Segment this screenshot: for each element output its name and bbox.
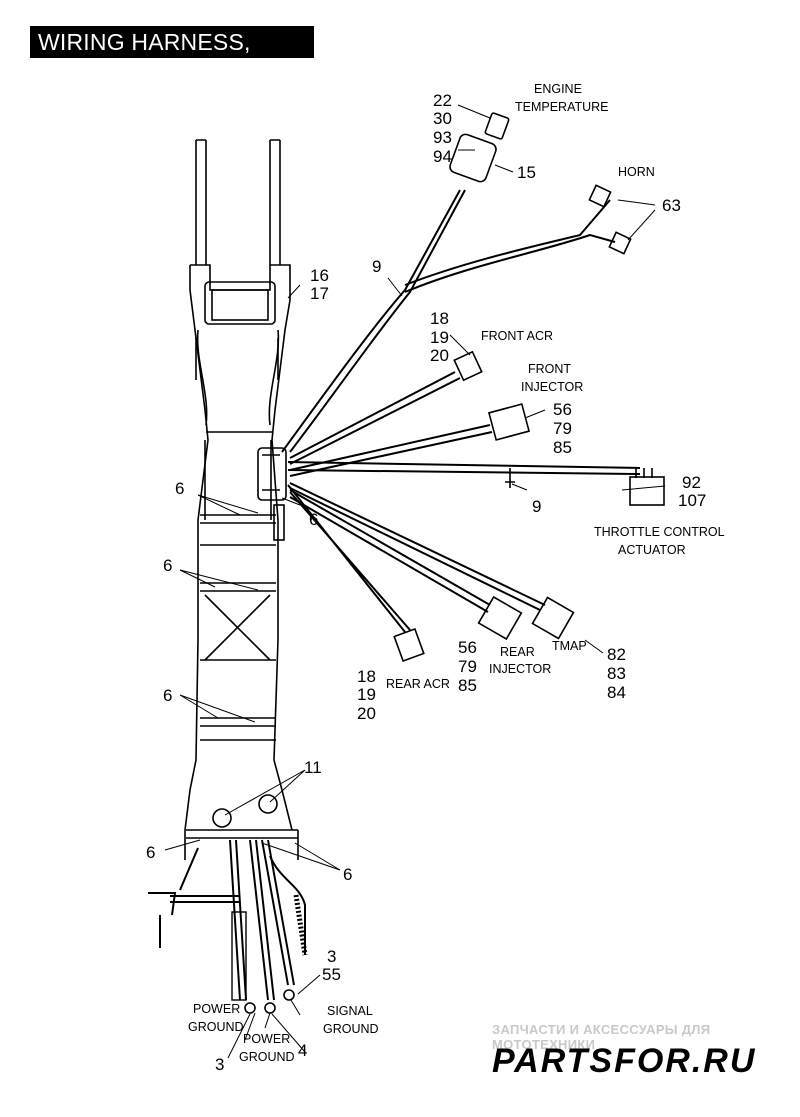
label-ground-1: GROUND (188, 1020, 244, 1034)
rear-injector-connector (477, 595, 523, 641)
callout-19-rear: 19 (357, 685, 376, 704)
label-front-injector: INJECTOR (521, 380, 583, 394)
watermark-logo: PARTSFOR.RU (492, 1042, 756, 1080)
branch-rear-acr (287, 484, 411, 633)
label-throttle-control: THROTTLE CONTROL (594, 525, 725, 539)
label-rear: REAR (500, 645, 535, 659)
callout-107: 107 (678, 491, 706, 510)
label-ground-2: GROUND (239, 1050, 295, 1064)
callout-6-c: 6 (163, 556, 172, 575)
label-front: FRONT (528, 362, 571, 376)
branch-front-injector (289, 424, 493, 477)
callout-85-rear: 85 (458, 676, 477, 695)
ground-leads (148, 839, 306, 1001)
callout-18-rear: 18 (357, 667, 376, 686)
callout-6-b: 6 (309, 510, 318, 529)
label-temperature: TEMPERATURE (515, 100, 609, 114)
branch-engine-temperature (281, 189, 466, 453)
callout-83: 83 (607, 664, 626, 683)
ring-terminal-signal (283, 989, 295, 1001)
callout-9-lower: 9 (532, 497, 541, 516)
front-acr-connector (453, 350, 483, 382)
callout-79-front: 79 (553, 419, 572, 438)
callout-63: 63 (662, 196, 681, 215)
label-engine: ENGINE (534, 82, 582, 96)
callout-56-front: 56 (553, 400, 572, 419)
callout-82: 82 (607, 645, 626, 664)
svg-text:PARTSFOR.RU: PARTSFOR.RU (492, 1042, 756, 1080)
callout-30: 30 (433, 109, 452, 128)
callout-84: 84 (607, 683, 626, 702)
callout-11: 11 (304, 758, 322, 777)
callout-17: 17 (310, 284, 329, 303)
branch-front-acr (289, 371, 461, 465)
conduit-right (293, 894, 308, 956)
ring-terminal-power-2 (264, 1002, 276, 1014)
rear-acr-connector (393, 627, 425, 663)
callout-92: 92 (682, 473, 701, 492)
label-actuator: ACTUATOR (618, 543, 686, 557)
callout-3-signal: 3 (327, 947, 336, 966)
label-front-acr: FRONT ACR (481, 329, 553, 343)
label-ground-3: GROUND (323, 1022, 379, 1036)
ring-terminal-power-1 (244, 1002, 256, 1014)
branch-tmap (289, 482, 546, 611)
cable-tie-9 (505, 468, 515, 488)
watermark-tagline: ЗАПЧАСТИ И АКСЕССУАРЫ ДЛЯ МОТОТЕХНИКИ (492, 1022, 711, 1052)
frame-body (184, 264, 299, 860)
callout-3-power: 3 (215, 1055, 224, 1074)
frame-upper-rails (195, 139, 281, 265)
callout-6-f: 6 (343, 865, 352, 884)
callout-55: 55 (322, 965, 341, 984)
label-signal: SIGNAL (327, 1004, 373, 1018)
label-rear-acr: REAR ACR (386, 677, 450, 691)
branch-throttle-control (287, 461, 641, 475)
label-power-2: POWER (243, 1032, 290, 1046)
callout-94: 94 (433, 147, 452, 166)
branch-rear-injector (289, 489, 491, 613)
harness-trunk (257, 447, 287, 501)
horn-connector-2 (608, 231, 632, 255)
callout-56-rear: 56 (458, 638, 477, 657)
callout-9-upper: 9 (372, 257, 381, 276)
callout-85-front: 85 (553, 438, 572, 457)
callout-15: 15 (517, 163, 536, 182)
callout-6-a: 6 (175, 479, 184, 498)
label-rear-injector: INJECTOR (489, 662, 551, 676)
callout-20-front: 20 (430, 346, 449, 365)
tmap-connector (531, 596, 575, 640)
callout-20-rear: 20 (357, 704, 376, 723)
callout-93: 93 (433, 128, 452, 147)
callout-6-d: 6 (163, 686, 172, 705)
conduit-left (231, 911, 247, 1001)
label-tmap: TMAP (552, 639, 587, 653)
throttle-connector (629, 476, 665, 506)
page-title: WIRING HARNESS, MAIN (30, 26, 314, 87)
label-horn: HORN (618, 165, 655, 179)
callout-22: 22 (433, 91, 452, 110)
callout-19-front: 19 (430, 328, 449, 347)
callout-18-front: 18 (430, 309, 449, 328)
branch-horn (404, 199, 616, 293)
label-power-1: POWER (193, 1002, 240, 1016)
callout-79-rear: 79 (458, 657, 477, 676)
callout-16: 16 (310, 266, 329, 285)
engine-temp-sensor (449, 133, 497, 183)
horn-connector-1 (588, 184, 612, 208)
callout-4: 4 (298, 1041, 307, 1060)
leader-lines (164, 104, 666, 1059)
front-injector-connector (487, 403, 531, 441)
callout-6-e: 6 (146, 843, 155, 862)
